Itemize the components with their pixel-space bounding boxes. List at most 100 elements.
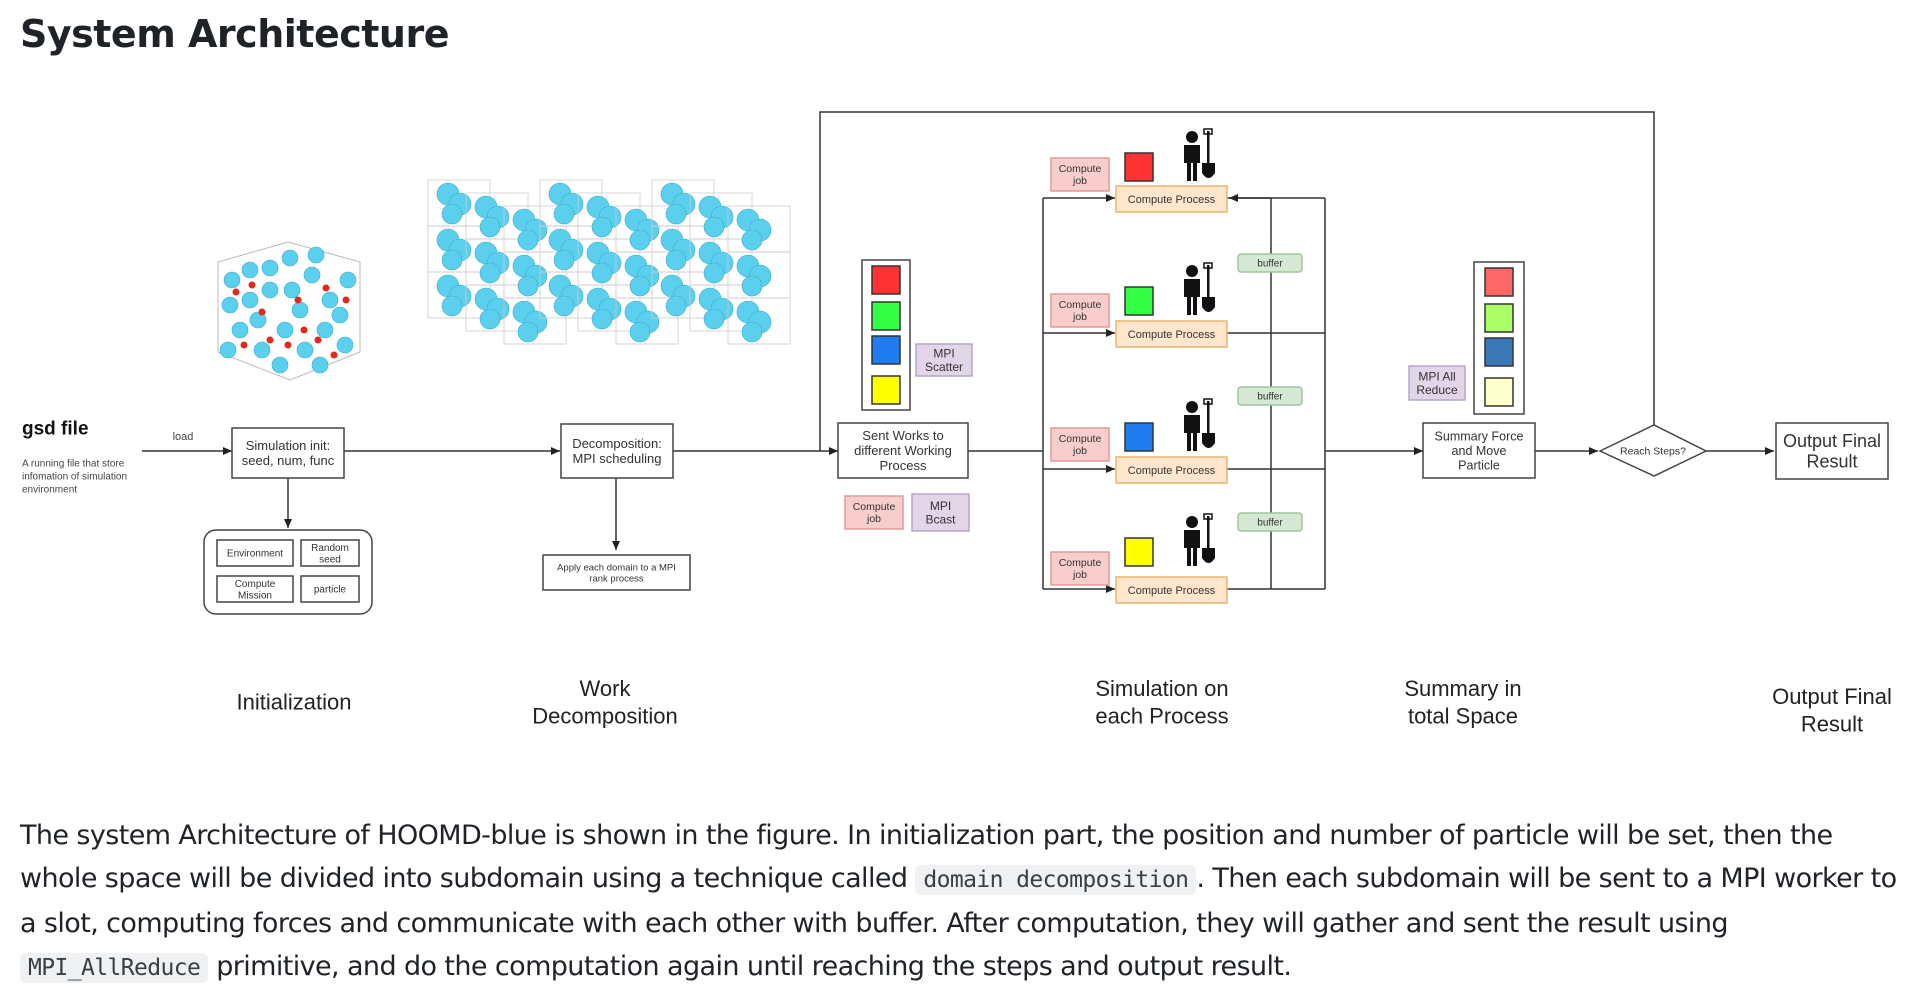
init-component-random-seed-shape — [300, 539, 360, 567]
particle-blue — [591, 308, 613, 330]
particle-red — [342, 296, 350, 304]
description-paragraph: The system Architecture of HOOMD-blue is… — [20, 814, 1900, 990]
worker-with-shovel-icon-blade — [1202, 297, 1215, 312]
particle-blue — [336, 336, 354, 354]
init-component-particle: particle — [300, 575, 360, 603]
buffer-label-label: buffer — [1257, 259, 1283, 270]
worker-with-shovel-icon-body — [1184, 415, 1200, 451]
particle-blue — [665, 249, 687, 271]
worker-compute-job-label-shape — [1050, 293, 1110, 328]
compute-process-box-label: Compute Process — [1128, 585, 1216, 597]
worker-with-shovel-icon-grip — [1203, 513, 1213, 520]
scatter-square — [871, 335, 901, 365]
worker-with-shovel-icon — [1184, 513, 1215, 566]
decomposition-box-label: Decomposition:MPI scheduling — [572, 436, 662, 466]
particle-blue — [283, 281, 301, 299]
particle-blue — [321, 291, 339, 309]
particle-blue — [307, 246, 325, 264]
particle-red — [248, 281, 256, 289]
worker-with-shovel-icon — [1184, 128, 1215, 181]
particle-blue — [479, 262, 501, 284]
buffer-label-label: buffer — [1257, 518, 1283, 529]
particle-blue — [553, 249, 575, 271]
compute-process-box-label: Compute Process — [1128, 329, 1216, 341]
output-final-box-shape — [1775, 422, 1889, 480]
particle-red — [300, 326, 308, 334]
gsd-file-title: gsd file — [22, 419, 89, 440]
worker-with-shovel-icon — [1184, 262, 1215, 315]
compute-process-box: Compute Process — [1115, 456, 1228, 484]
worker-color-square — [1124, 422, 1154, 452]
compute-process-box-shape — [1115, 185, 1228, 213]
particle-blue — [231, 321, 249, 339]
buffer-label: buffer — [1237, 253, 1303, 273]
buffer-label-shape — [1237, 386, 1303, 406]
particle-red — [258, 308, 266, 316]
init-component-compute-mission-shape — [216, 575, 294, 603]
scatter-square — [871, 301, 901, 331]
particle-blue — [703, 216, 725, 238]
worker-compute-job-label-shape — [1050, 427, 1110, 462]
compute-process-box: Compute Process — [1115, 185, 1228, 213]
worker-with-shovel-icon — [1184, 398, 1215, 451]
worker-with-shovel-icon-head — [1186, 401, 1198, 413]
particle-blue — [441, 203, 463, 225]
edge-loop-back — [819, 111, 1655, 451]
particle-blue — [629, 229, 651, 251]
simulation-init-box-shape — [231, 427, 345, 479]
particle-red — [330, 351, 338, 359]
particle-blue — [441, 249, 463, 271]
particle-blue — [703, 308, 725, 330]
particle-blue — [741, 229, 763, 251]
particle-blue — [241, 291, 259, 309]
particle-blue — [629, 275, 651, 297]
worker-with-shovel-icon-handle — [1207, 131, 1210, 165]
particle-red — [232, 288, 240, 296]
decision-diamond — [1598, 424, 1708, 477]
reduce-square — [1484, 377, 1514, 407]
paragraph-text-2: . Then each subdomain will be sent to a … — [20, 863, 1897, 939]
particle-blue — [261, 281, 279, 299]
worker-with-shovel-icon-grip — [1203, 262, 1213, 269]
buffer-label-label: buffer — [1257, 392, 1283, 403]
buffer-label-shape — [1237, 253, 1303, 273]
worker-color-square — [1124, 286, 1154, 316]
reduce-square — [1484, 303, 1514, 333]
particle-blue — [281, 249, 299, 267]
particle-blue — [253, 341, 271, 359]
buffer-label: buffer — [1237, 386, 1303, 406]
particle-red — [294, 296, 302, 304]
code-mpi-allreduce: MPI_AllReduce — [20, 953, 209, 983]
worker-with-shovel-icon-head — [1186, 516, 1198, 528]
reduce-square — [1484, 337, 1514, 367]
simulation-init-box-label: Simulation init:seed, num, func — [242, 438, 335, 468]
particle-blue — [629, 321, 651, 343]
particle-blue — [221, 296, 239, 314]
decomposition-box-shape — [560, 423, 674, 479]
buffer-label: buffer — [1237, 512, 1303, 532]
particle-blue — [271, 356, 289, 374]
decomp-cell — [615, 297, 679, 345]
compute-process-box-shape — [1115, 456, 1228, 484]
particle-blue — [219, 341, 237, 359]
reduce-square — [1484, 267, 1514, 297]
worker-compute-job-label-shape — [1050, 157, 1110, 192]
worker-with-shovel-icon-blade — [1202, 433, 1215, 448]
simulation-init-box: Simulation init:seed, num, func — [231, 427, 345, 479]
worker-compute-job-label-shape — [1050, 551, 1110, 586]
particle-blue — [703, 262, 725, 284]
particle-blue — [241, 261, 259, 279]
